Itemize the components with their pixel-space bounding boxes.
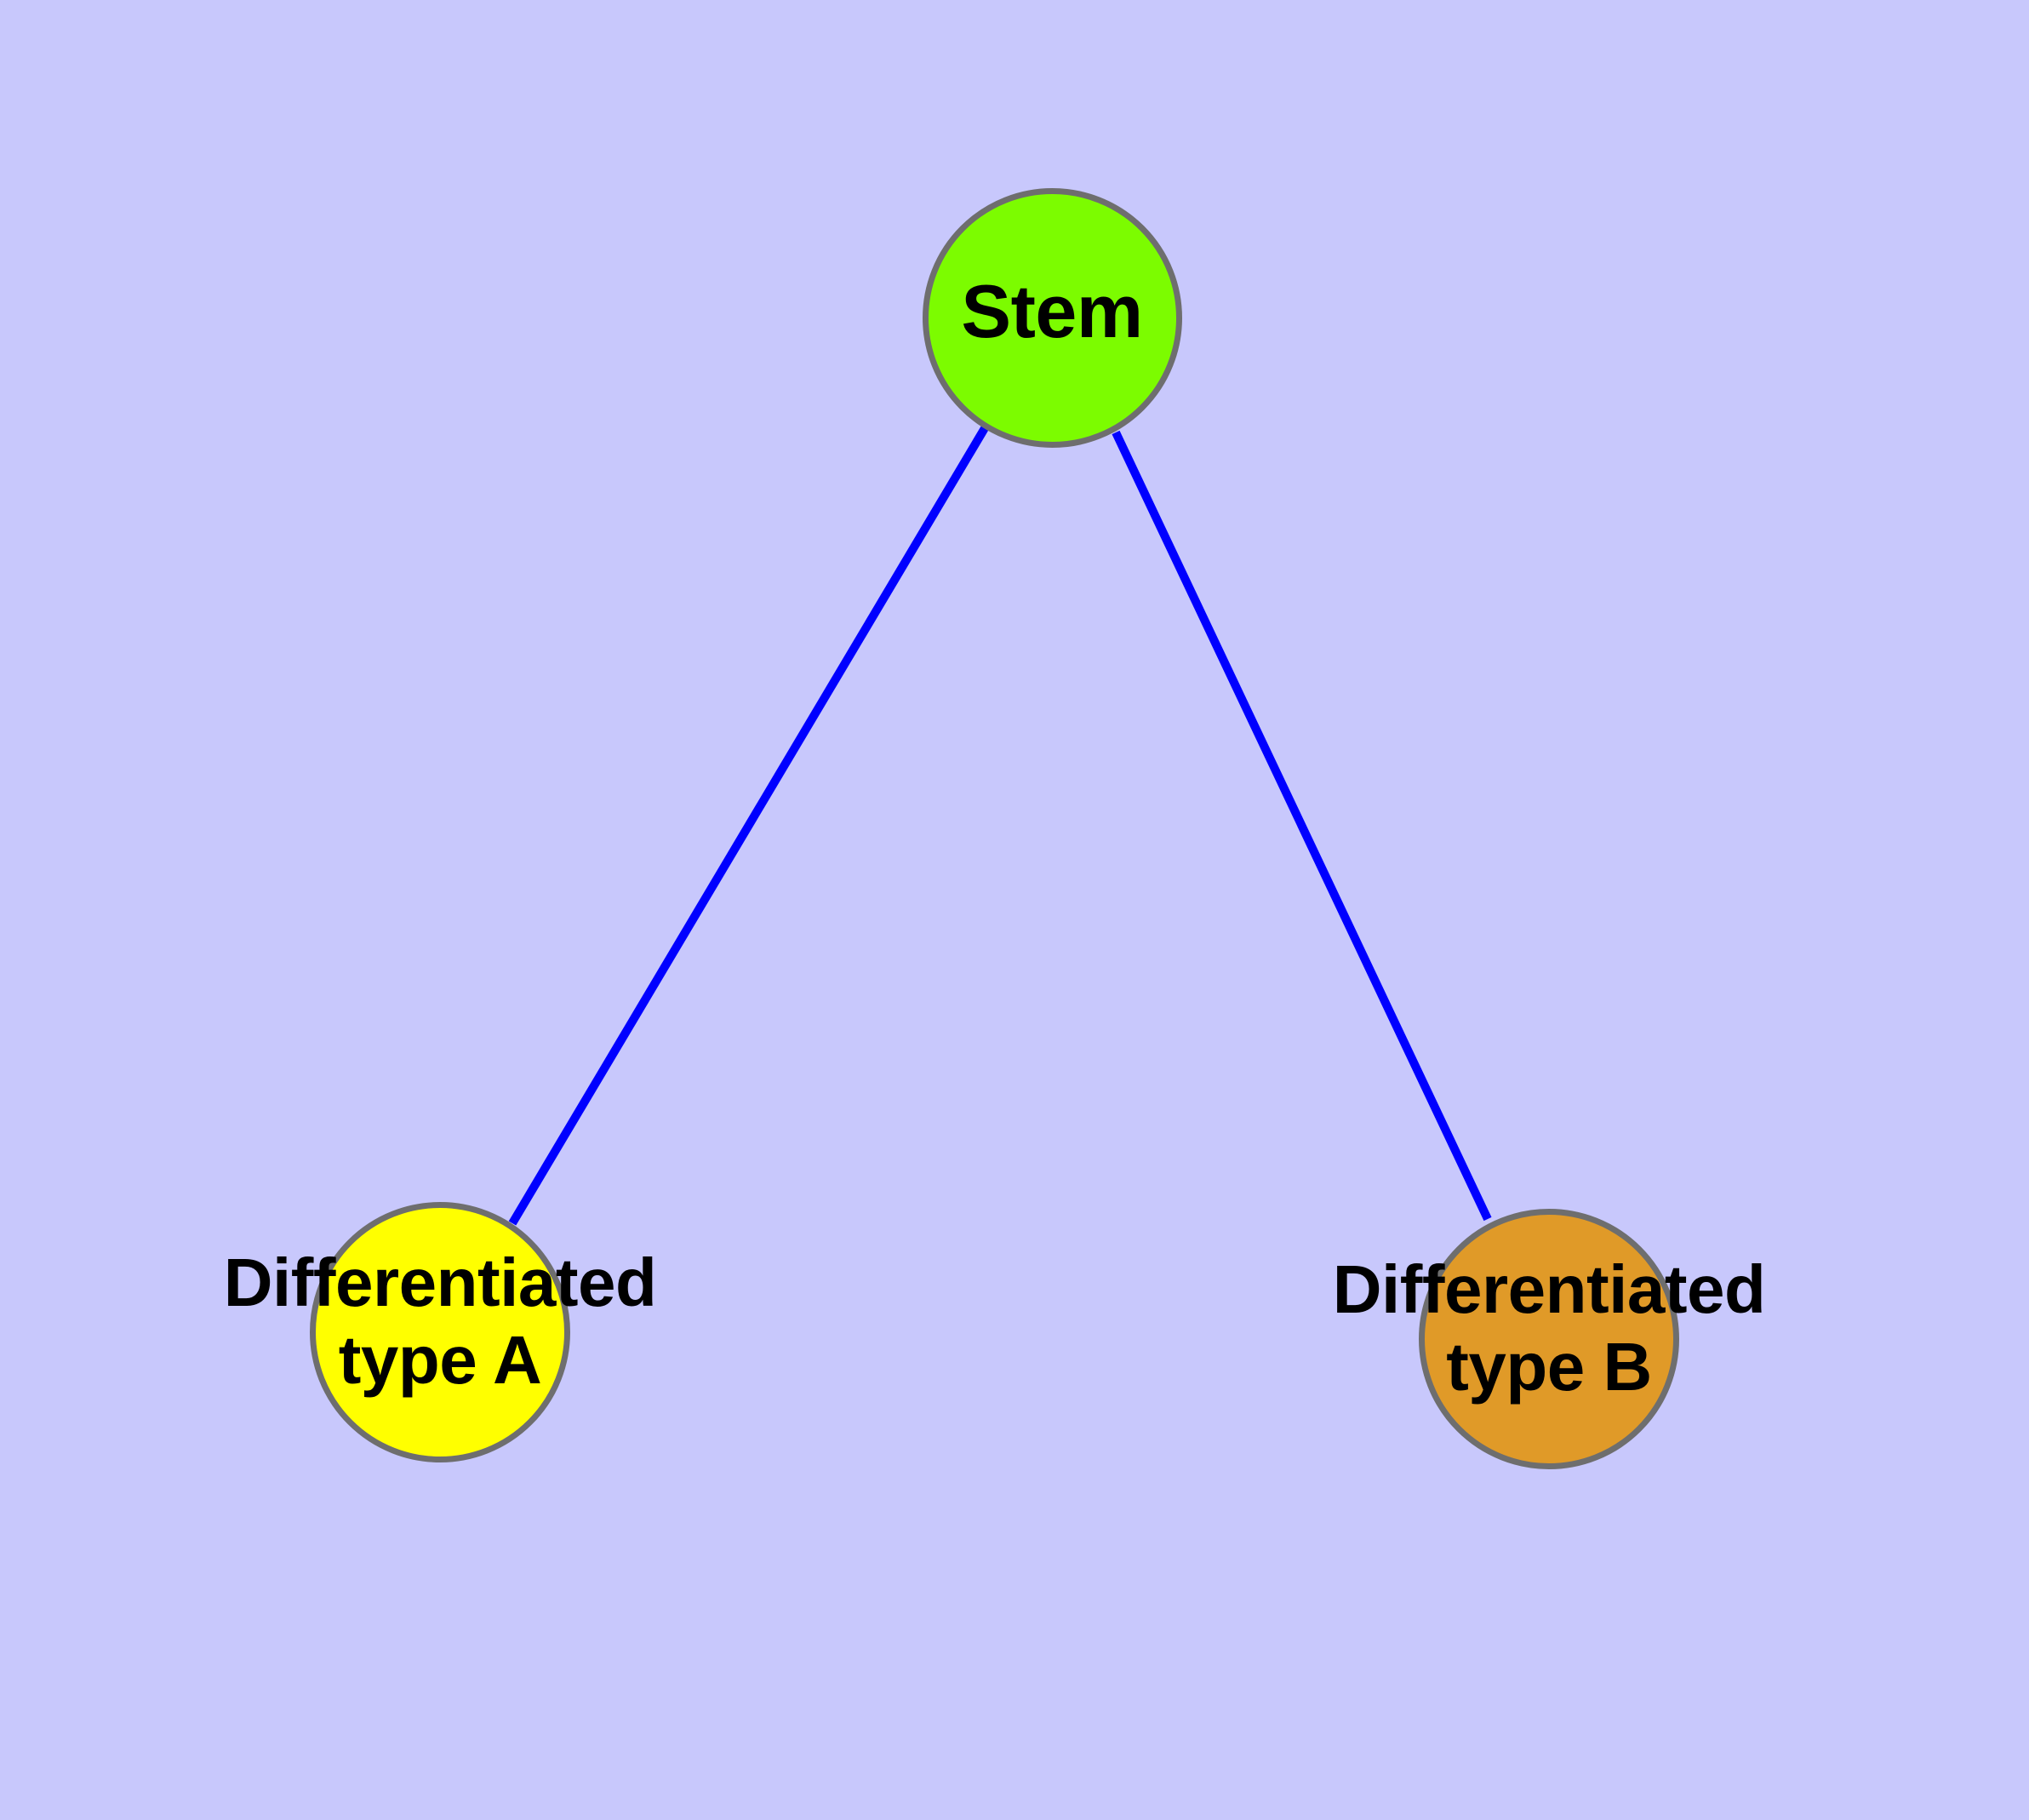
node-stem[interactable] xyxy=(923,188,1182,448)
node-differentiated-type-b[interactable] xyxy=(1419,1209,1679,1469)
edge-stem-to-type-a[interactable] xyxy=(508,426,989,1226)
edge-stem-to-type-b[interactable] xyxy=(1112,430,1492,1222)
node-differentiated-type-a[interactable] xyxy=(310,1202,570,1462)
